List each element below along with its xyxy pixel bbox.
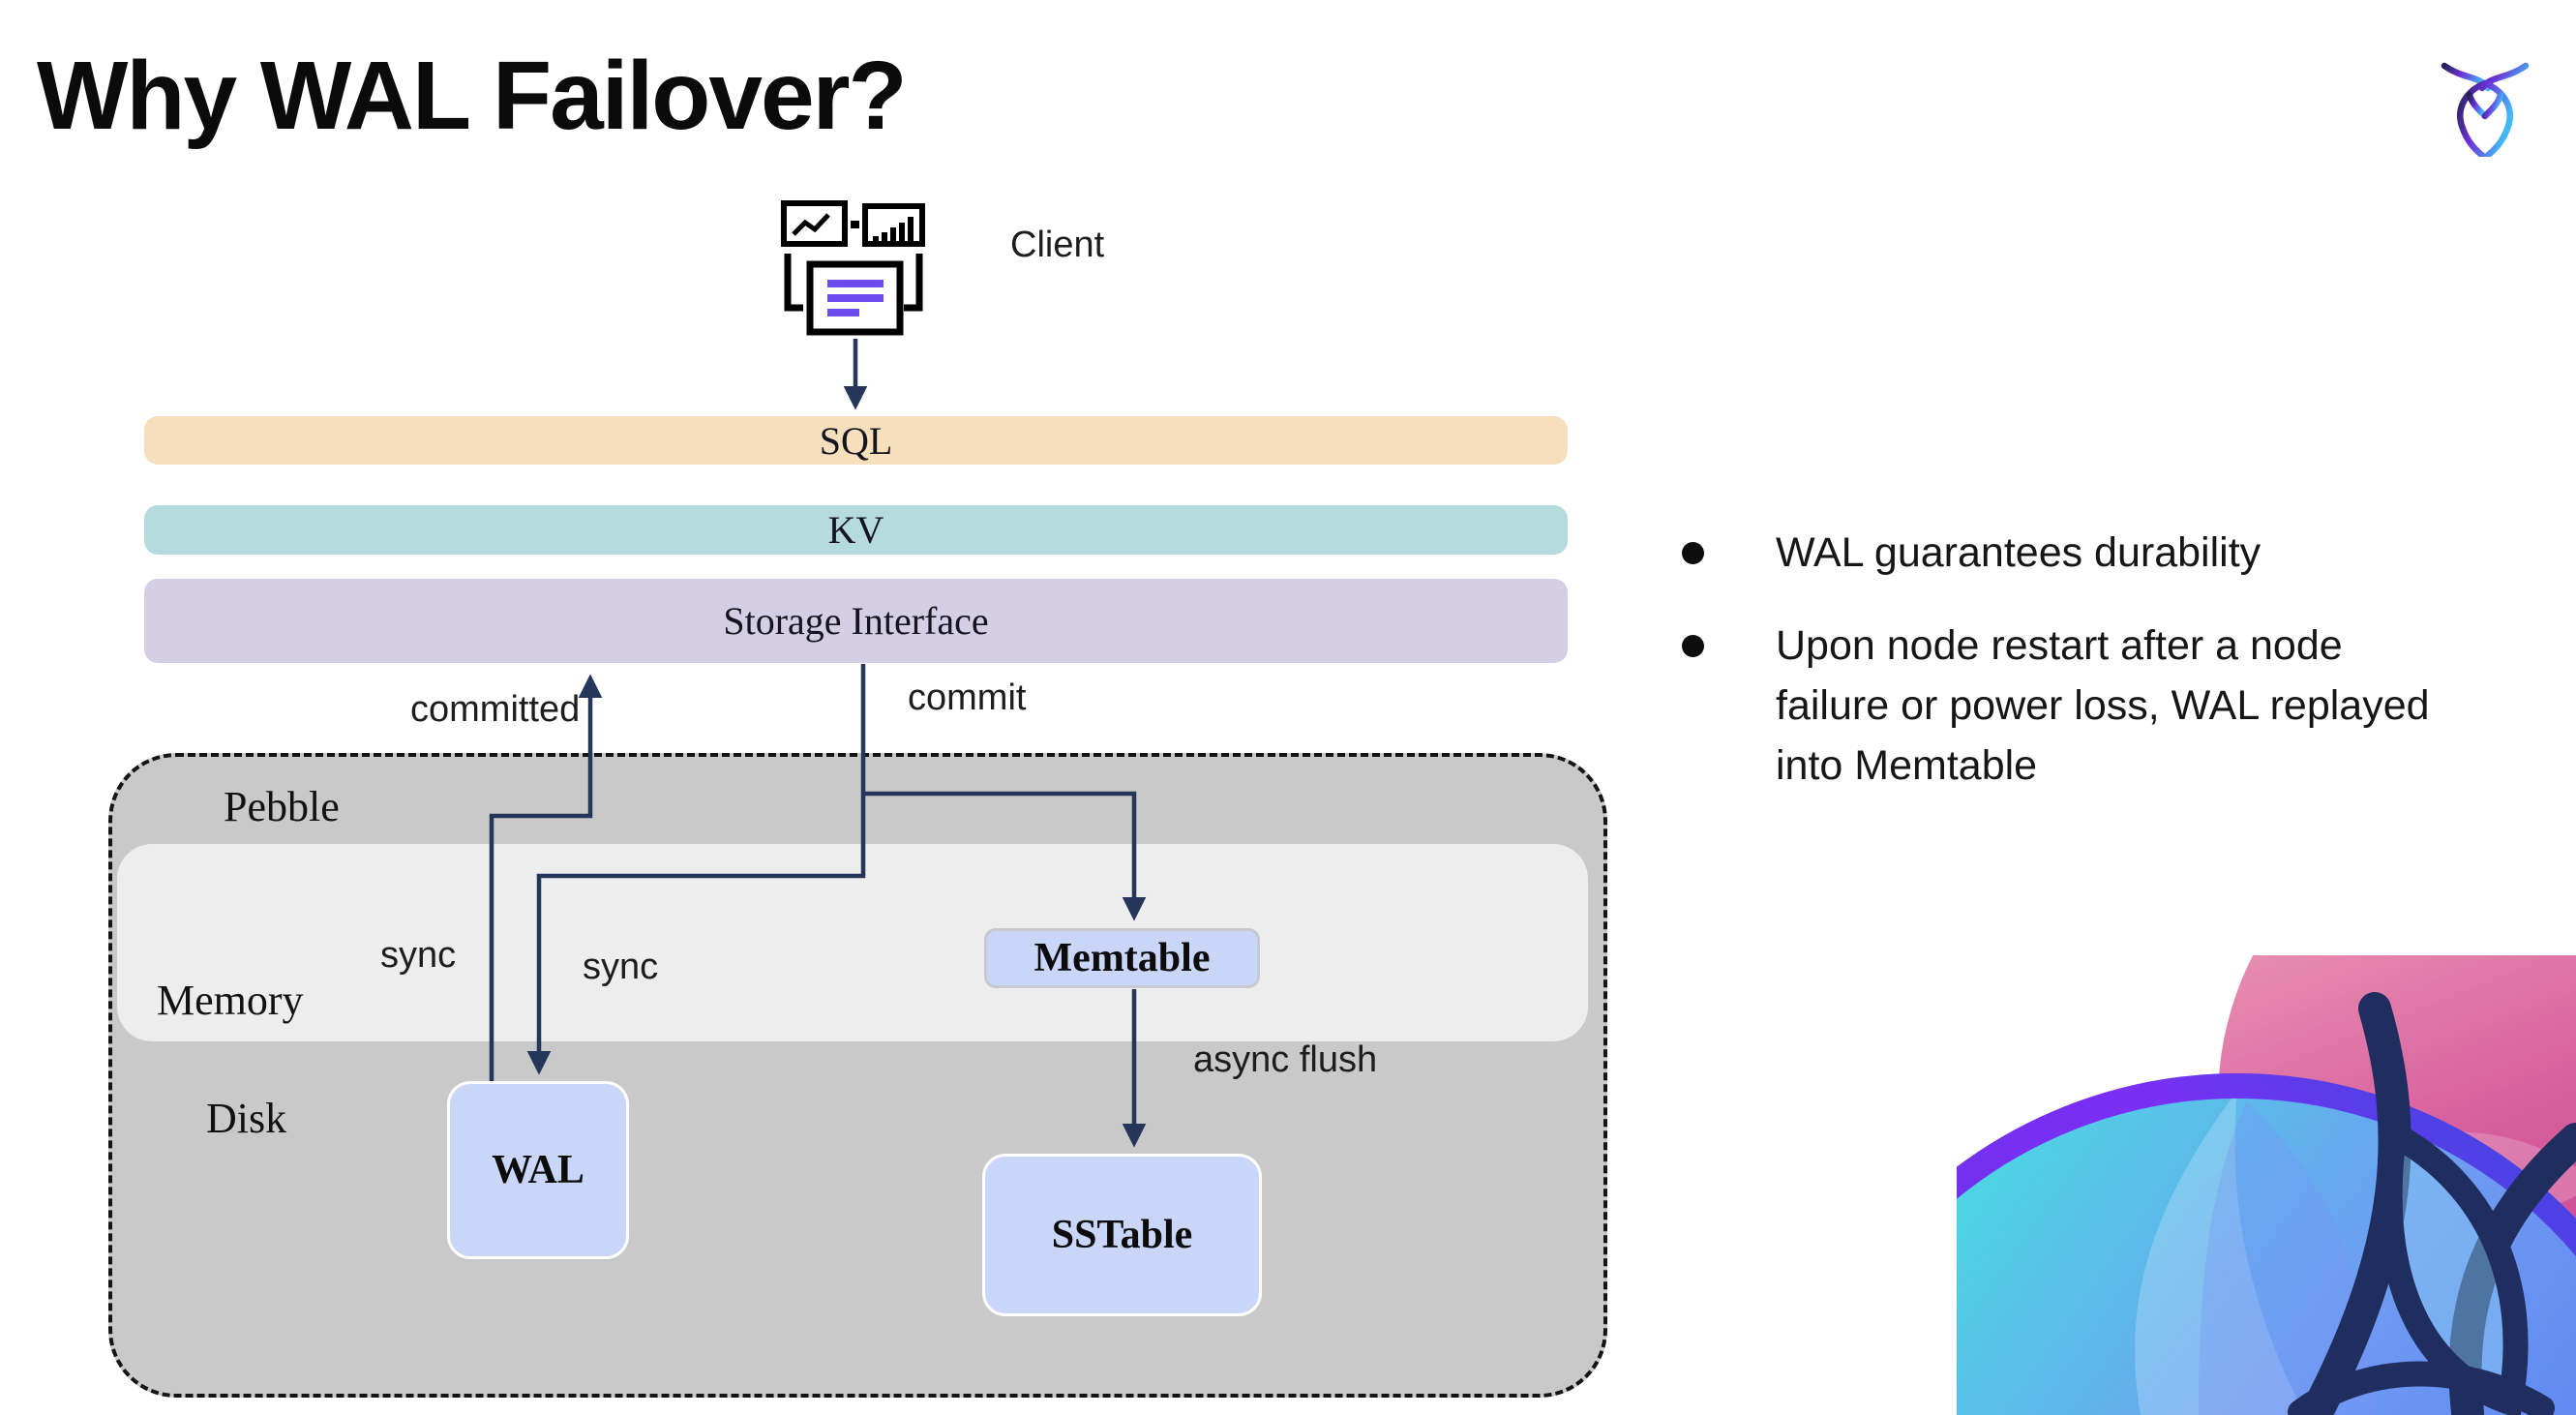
bullet-text: Upon node restart after a node failure o…	[1776, 622, 2430, 789]
bullet-dot-icon	[1682, 542, 1704, 564]
wal-box: WAL	[447, 1081, 629, 1259]
navy-leaf-strokes	[2288, 992, 2576, 1415]
bullet-dot-icon	[1682, 635, 1704, 657]
sstable-label: SSTable	[1051, 1213, 1193, 1257]
layer-storage-interface: Storage Interface	[144, 579, 1568, 663]
layer-sql-label: SQL	[819, 418, 893, 463]
commit-label: commit	[908, 677, 1027, 718]
layer-kv-label: KV	[827, 508, 884, 552]
memtable-label: Memtable	[1033, 936, 1211, 980]
client-icon	[781, 200, 925, 336]
layer-storage-interface-label: Storage Interface	[723, 599, 989, 643]
committed-label: committed	[410, 689, 581, 730]
bullet-text: WAL guarantees durability	[1776, 529, 2261, 576]
async-flush-label: async flush	[1193, 1039, 1378, 1080]
sstable-box: SSTable	[982, 1154, 1262, 1316]
disk-label: Disk	[206, 1095, 287, 1142]
pebble-label: Pebble	[224, 783, 340, 830]
layer-sql: SQL	[144, 416, 1568, 465]
sync-right-label: sync	[583, 947, 659, 987]
list-item: Upon node restart after a node failure o…	[1682, 616, 2533, 796]
bullet-list: WAL guarantees durability Upon node rest…	[1682, 523, 2533, 796]
brand-gradient-art-icon	[1957, 955, 2576, 1415]
wal-label: WAL	[492, 1148, 584, 1192]
memory-band	[117, 844, 1588, 1041]
line-chart-icon	[781, 200, 848, 247]
memory-label: Memory	[157, 977, 304, 1024]
layer-kv: KV	[144, 505, 1568, 555]
memtable-box: Memtable	[984, 928, 1260, 988]
page-title: Why WAL Failover?	[37, 42, 908, 150]
violet-ring	[1957, 1073, 2576, 1257]
sync-left-label: sync	[380, 935, 457, 976]
bar-chart-icon	[862, 203, 925, 247]
client-label: Client	[1010, 225, 1105, 265]
cockroachdb-logo-icon	[2441, 62, 2530, 157]
list-item: WAL guarantees durability	[1682, 523, 2533, 583]
